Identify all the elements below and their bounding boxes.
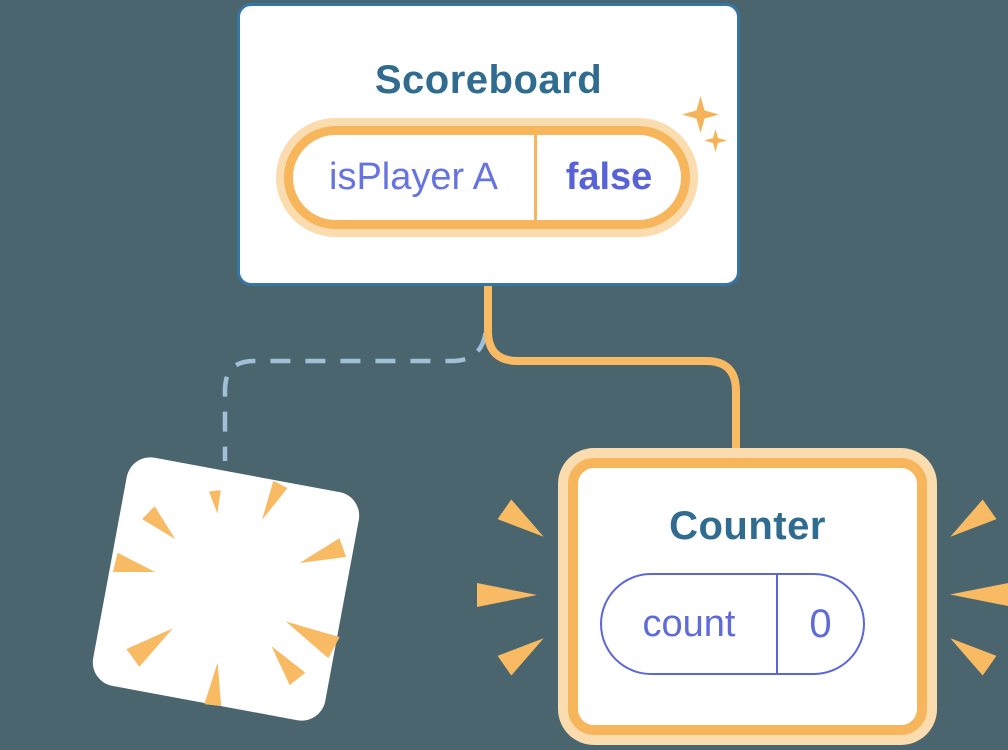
burst-ray-icon	[255, 481, 288, 524]
scoreboard-title: Scoreboard	[374, 58, 603, 102]
count-key-label: count	[642, 602, 736, 645]
scoreboard-component-card: Scoreboard isPlayer A false	[237, 3, 740, 286]
counter-component-card: Counter count 0	[568, 458, 927, 735]
destroy-burst-icon	[89, 453, 363, 724]
destroyed-component-card	[88, 453, 364, 725]
counter-title: Counter	[669, 504, 826, 548]
counter-state-pill: count 0	[600, 573, 865, 675]
burst-ray-icon	[142, 506, 182, 545]
burst-ray-icon	[209, 490, 224, 514]
count-pill-divider	[776, 575, 778, 673]
state-pill-divider	[534, 135, 537, 220]
burst-ray-icon	[280, 611, 340, 658]
scoreboard-state-pill: isPlayer A false	[284, 126, 690, 229]
orange-keep-connector	[484, 285, 740, 455]
state-value-label: false	[565, 156, 653, 198]
burst-ray-icon	[264, 640, 306, 685]
count-value-label: 0	[809, 601, 832, 646]
dashed-destroy-connector	[222, 332, 488, 461]
burst-ray-icon	[296, 538, 346, 572]
burst-ray-icon	[113, 553, 158, 582]
state-key-label: isPlayer A	[329, 156, 498, 198]
burst-ray-icon	[204, 662, 226, 707]
burst-ray-icon	[126, 619, 179, 666]
